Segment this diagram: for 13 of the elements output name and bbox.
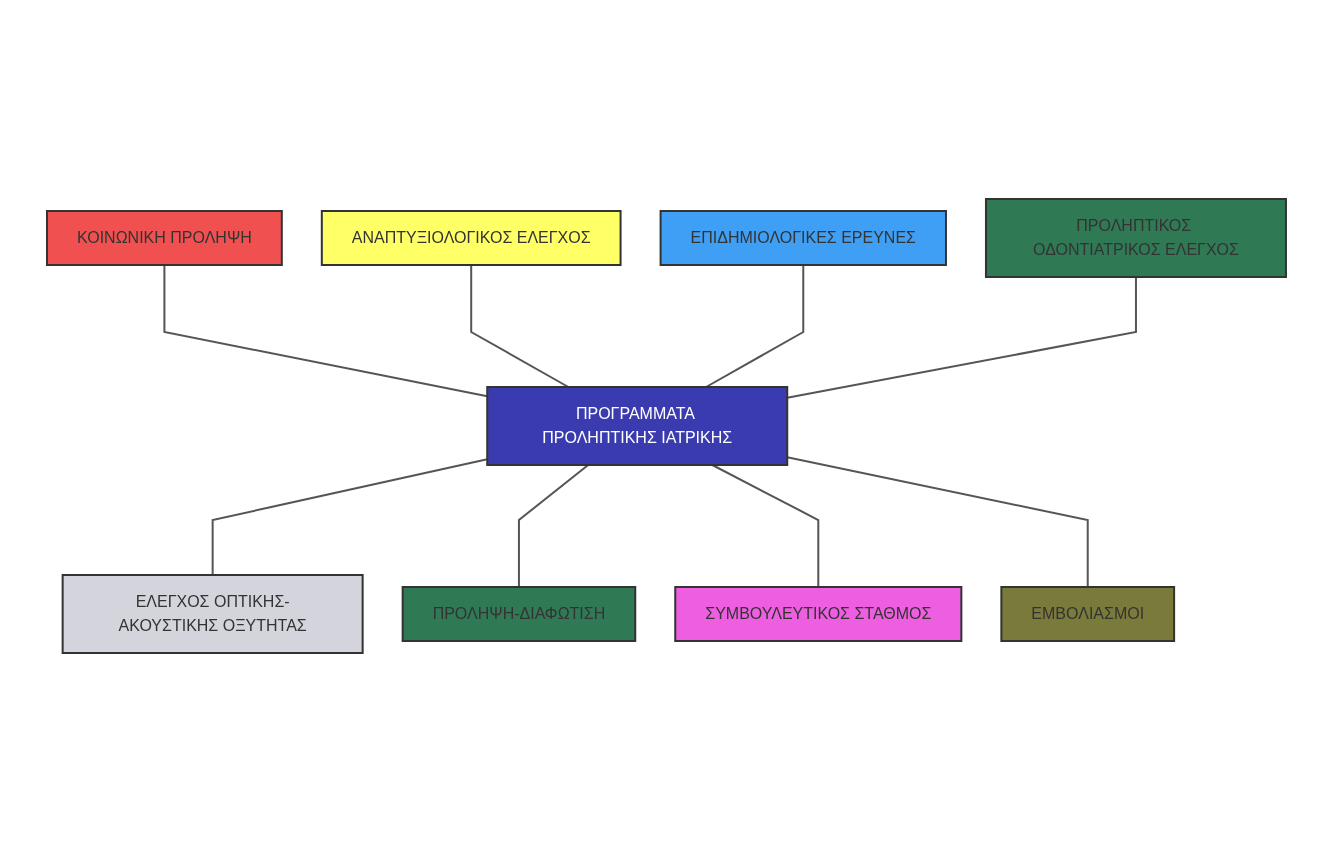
connector (469, 264, 569, 388)
connector (704, 264, 804, 388)
connector (211, 458, 488, 576)
node-box: ΕΛΕΓΧΟΣ ΟΠΤΙΚΗΣ-ΑΚΟΥΣΤΙΚΗΣ ΟΞΥΤΗΤΑΣ (61, 574, 364, 654)
node-box: ΚΟΙΝΩΝΙΚΗ ΠΡΟΛΗΨΗ (45, 210, 283, 266)
node-box: ΠΡΟΓΡΑΜΜΑΤΑ ΠΡΟΛΗΠΤΙΚΗΣ ΙΑΤΡΙΚΗΣ (485, 386, 788, 466)
connector (517, 464, 589, 588)
node-box: ΠΡΟΛΗΨΗ-ΔΙΑΦΩΤΙΣΗ (401, 586, 636, 642)
node-box: ΣΥΜΒΟΥΛΕΥΤΙΚΟΣ ΣΤΑΘΜΟΣ (673, 586, 962, 642)
node-box: ΕΜΒΟΛΙΑΣΜΟΙ (999, 586, 1175, 642)
node-box: ΠΡΟΛΗΠΤΙΚΟΣ ΟΔΟΝΤΙΑΤΡΙΚΟΣ ΕΛΕΓΧΟΣ (984, 198, 1287, 278)
node-box: ΑΝΑΠΤΥΞΙΟΛΟΓΙΚΟΣ ΕΛΕΓΧΟΣ (320, 210, 622, 266)
node-box: ΕΠΙΔΗΜΙΟΛΟΓΙΚΕΣ ΕΡΕΥΝΕΣ (659, 210, 947, 266)
